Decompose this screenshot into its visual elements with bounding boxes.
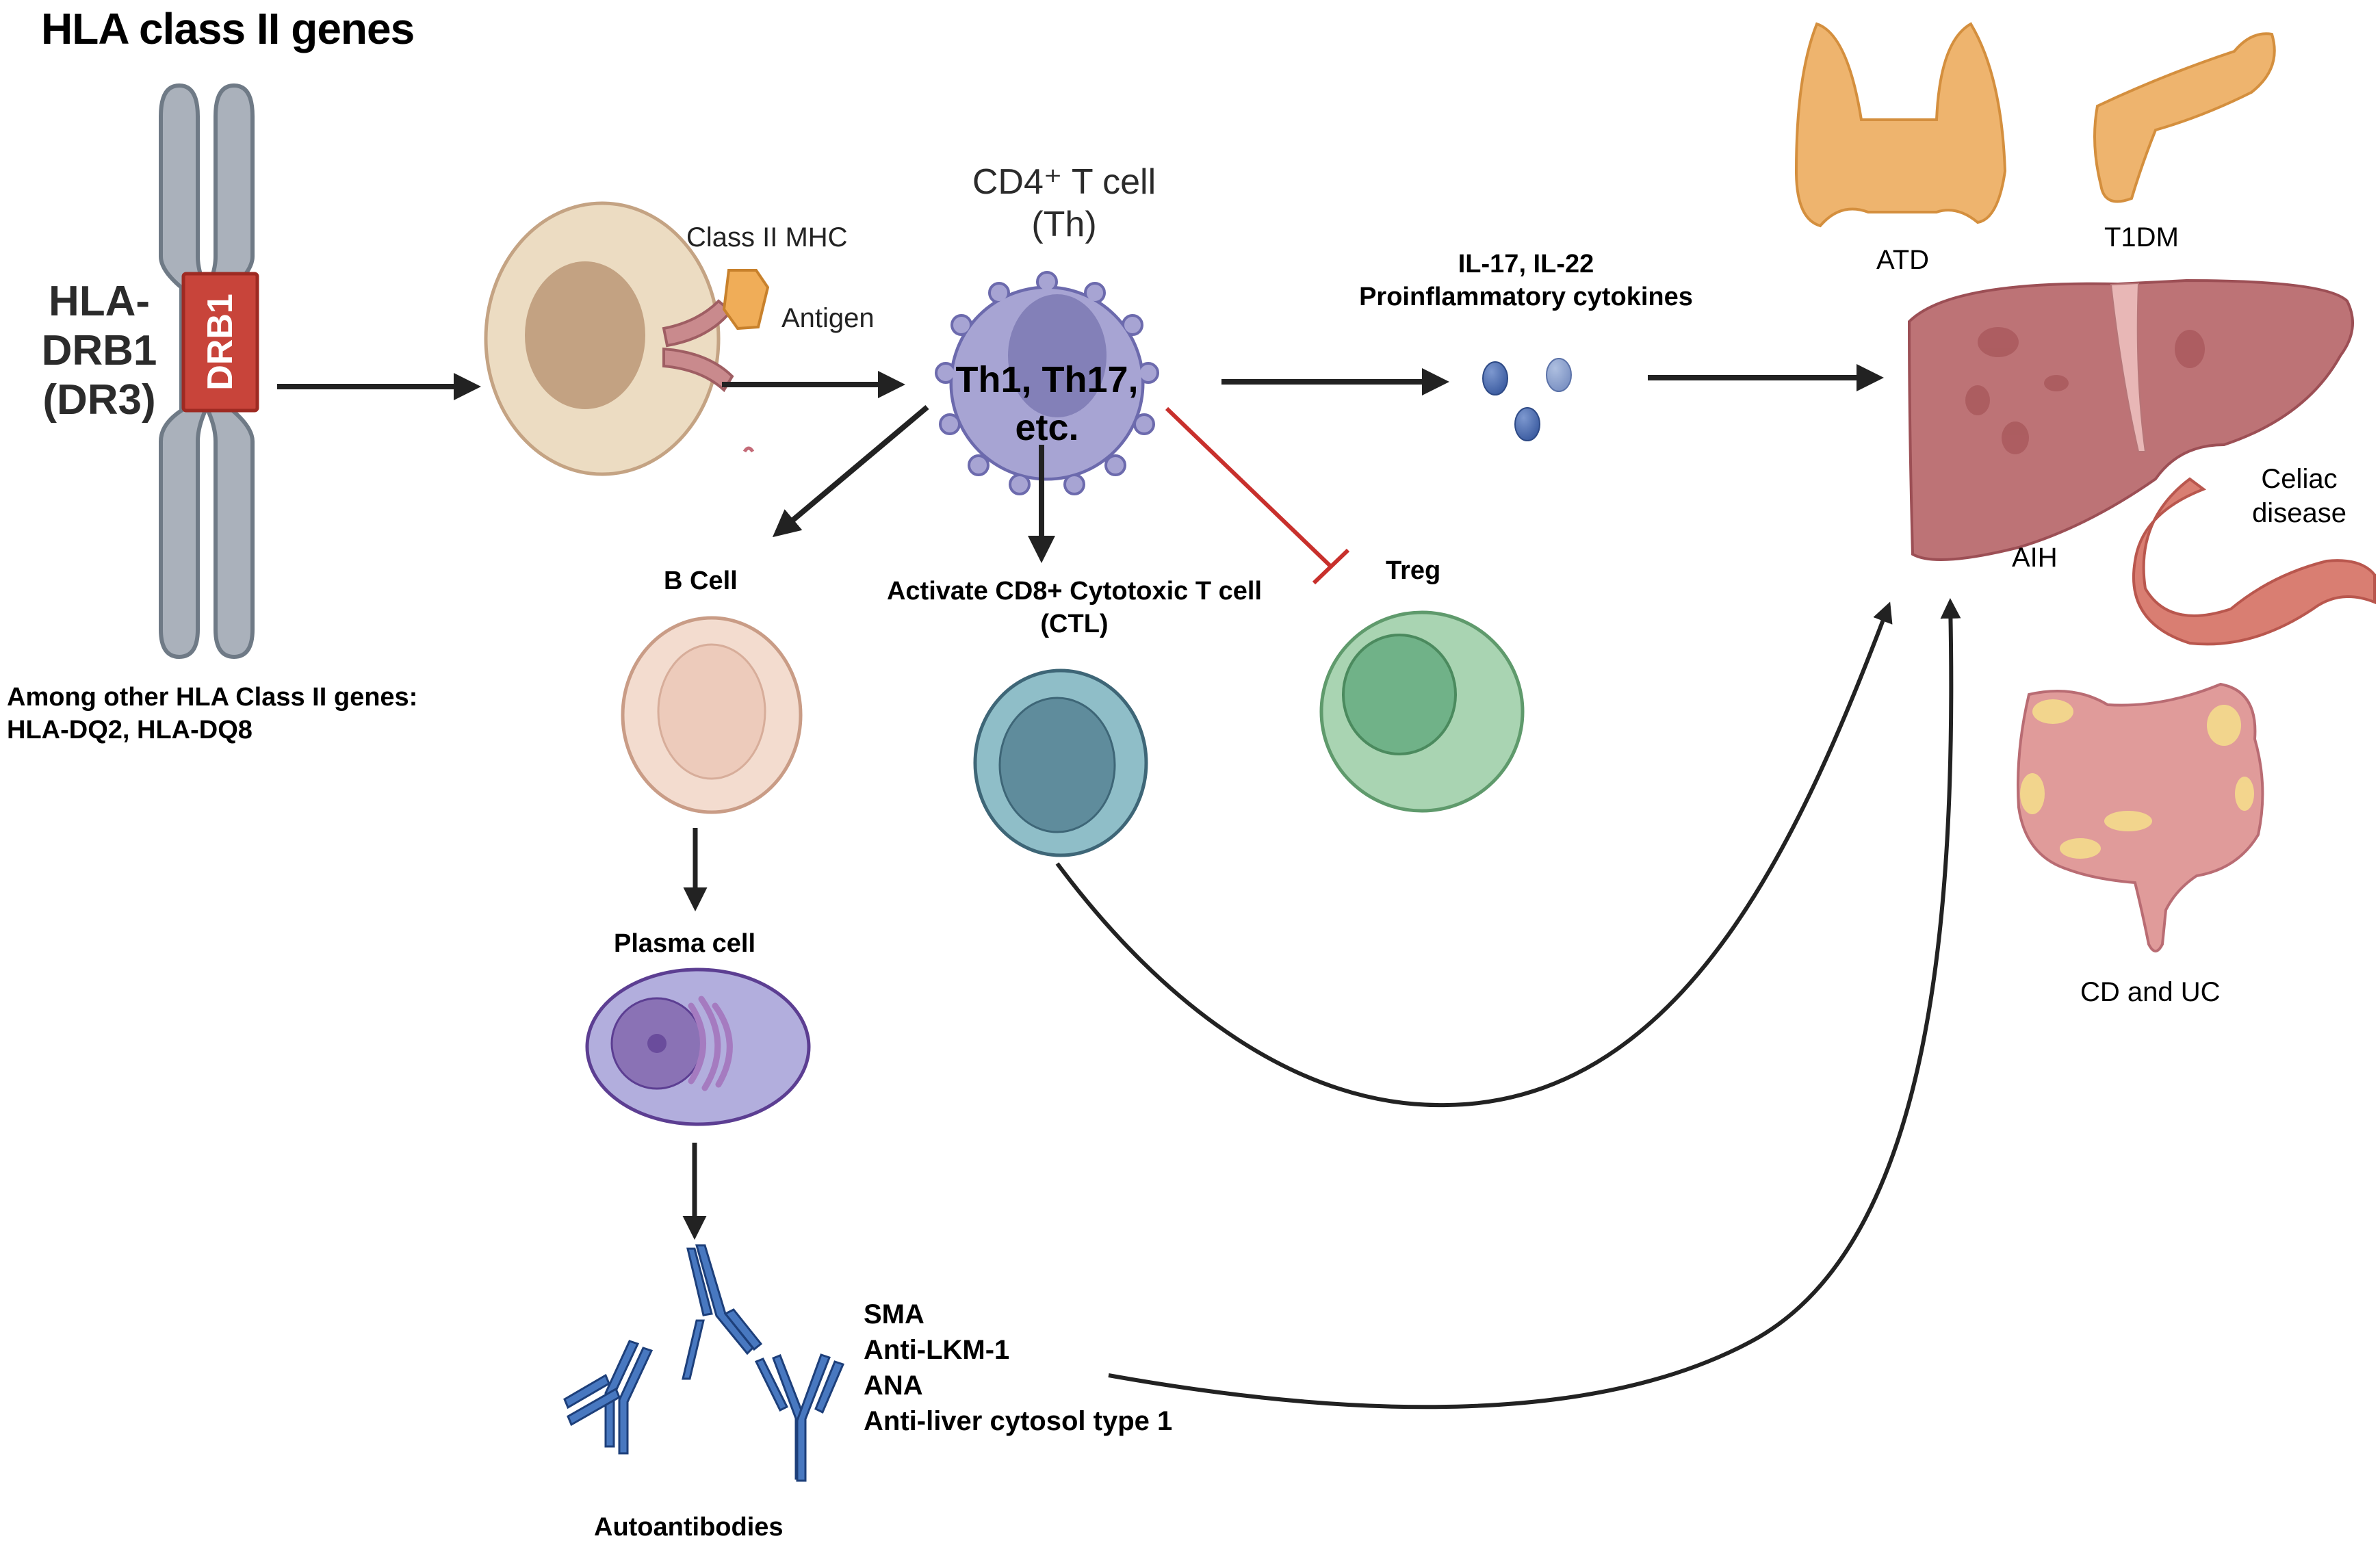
arrow-ctl-to-liver <box>1055 601 1893 1108</box>
autoantibody-item: SMA <box>864 1299 924 1329</box>
b-cell-icon <box>621 616 803 814</box>
autoantibodies-icon <box>563 1244 845 1482</box>
small-intestine-icon <box>2132 477 2376 646</box>
ctl-line2: (CTL) <box>1040 610 1109 638</box>
other-genes-line1: Among other HLA Class II genes: <box>7 683 418 712</box>
autoantibody-item: ANA <box>864 1371 923 1401</box>
hla-label-line3: (DR3) <box>42 376 156 424</box>
ctl-icon <box>973 668 1148 857</box>
cytokines-line1: IL-17, IL-22 <box>1458 250 1594 278</box>
treg-icon <box>1319 610 1525 813</box>
pancreas-icon <box>2093 32 2276 203</box>
cd4-title-line2: (Th) <box>1031 205 1097 244</box>
b-cell-label: B Cell <box>664 567 738 595</box>
cytokines-label: IL-17, IL-22 Proinflammatory cytokines <box>1321 248 1731 313</box>
t1dm-label: T1DM <box>2104 222 2179 252</box>
antigen-presenting-cell-icon <box>484 201 770 476</box>
th-subsets-line2: etc. <box>1015 407 1079 448</box>
aih-label: AIH <box>2012 543 2058 573</box>
arrow-antibodies-to-liver <box>1108 598 1961 1410</box>
celiac-line2: disease <box>2252 498 2346 528</box>
plasma-cell-icon <box>585 968 811 1126</box>
colon-icon <box>2017 682 2264 952</box>
cytokine-particles-icon <box>1482 358 1572 441</box>
chromosome-icon <box>159 83 259 660</box>
celiac-line1: Celiac <box>2261 464 2338 494</box>
cytokines-line2: Proinflammatory cytokines <box>1359 283 1693 311</box>
inhibition-cd4-to-treg <box>1165 406 1350 585</box>
page-title: HLA class II genes <box>41 4 415 53</box>
arrow-cd4-to-bcell <box>772 404 929 538</box>
atd-label: ATD <box>1876 245 1930 275</box>
other-genes-label: Among other HLA Class II genes: HLA-DQ2,… <box>7 681 417 746</box>
ctl-label: Activate CD8+ Cytotoxic T cell (CTL) <box>849 575 1300 640</box>
autoantibody-item: Anti-LKM-1 <box>864 1335 1010 1365</box>
drb1-band-label: DRB1 <box>201 294 240 391</box>
liver-icon <box>1907 278 2354 561</box>
hla-label-line2: DRB1 <box>41 327 157 374</box>
class-ii-mhc-label: Class II MHC <box>686 222 848 252</box>
autoantibody-list: SMA Anti-LKM-1 ANA Anti-liver cytosol ty… <box>864 1297 1172 1439</box>
antigen-icon <box>722 269 770 330</box>
th-subsets-label: Th1, Th17, etc. <box>910 356 1184 452</box>
cd4-title: CD4⁺ T cell (Th) <box>910 161 1218 246</box>
treg-label: Treg <box>1386 556 1441 585</box>
thyroid-icon <box>1794 22 2007 228</box>
other-genes-line2: HLA-DQ2, HLA-DQ8 <box>7 716 253 744</box>
ctl-line1: Activate CD8+ Cytotoxic T cell <box>886 577 1262 606</box>
autoantibodies-label: Autoantibodies <box>594 1513 784 1542</box>
th-subsets-line1: Th1, Th17, <box>955 359 1139 400</box>
cd4-title-line1: CD4⁺ T cell <box>972 162 1156 202</box>
cd-uc-label: CD and UC <box>2080 977 2221 1007</box>
cd4-t-cell-icon <box>935 271 1159 495</box>
drb1-band <box>181 272 259 413</box>
hla-label-line1: HLA- <box>48 278 151 325</box>
autoantibody-item: Anti-liver cytosol type 1 <box>864 1406 1173 1436</box>
hla-drb1-label: HLA- DRB1 (DR3) <box>34 277 164 425</box>
plasma-cell-label: Plasma cell <box>614 929 756 958</box>
celiac-label: Celiac disease <box>2227 462 2371 530</box>
antigen-label: Antigen <box>781 303 875 333</box>
